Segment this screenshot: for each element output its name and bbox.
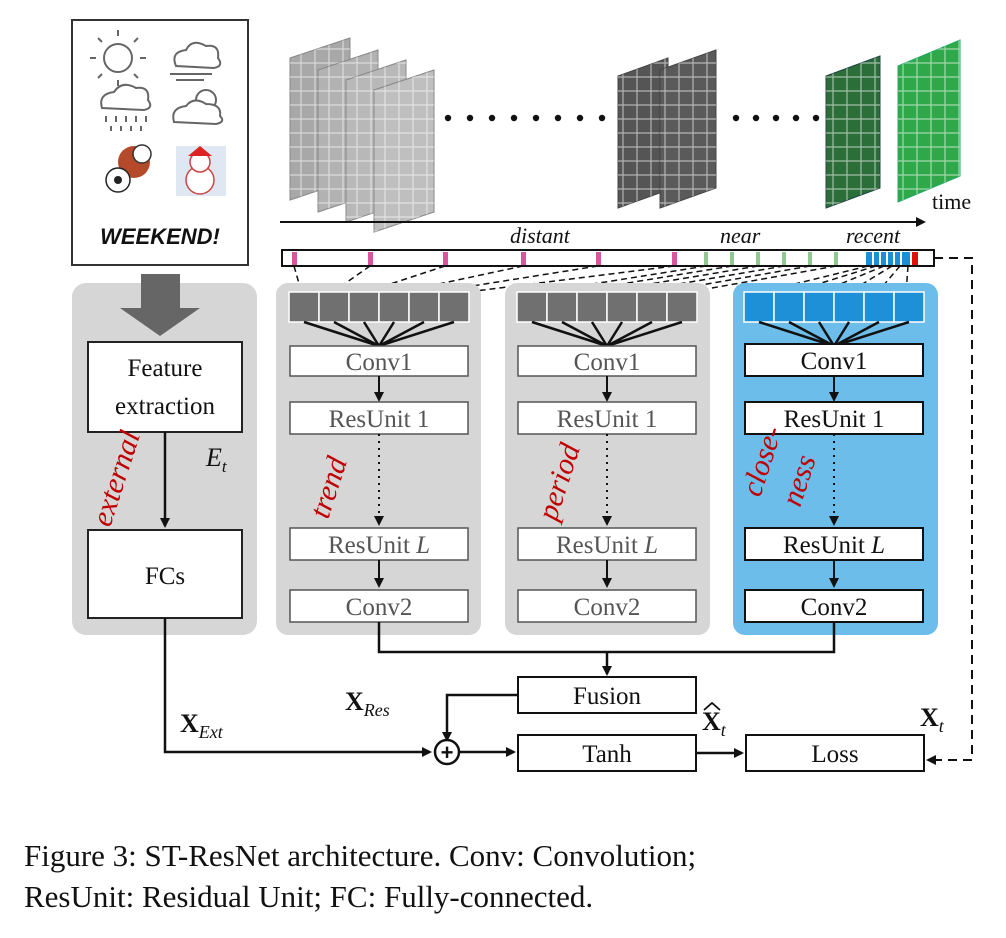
x-res-label: XRes	[345, 687, 390, 720]
closeness-resunit1-box	[744, 401, 924, 435]
trend-resunit1-label: ResUnit 1	[329, 406, 430, 433]
closeness-input-cells	[743, 291, 925, 323]
period-input-cells	[516, 291, 698, 323]
closeness-conv2-label: Conv2	[801, 594, 868, 621]
fcs-label: FCs	[145, 563, 185, 590]
ground-truth-dashed-arrow	[926, 257, 973, 765]
period-resunitL-box	[517, 527, 697, 561]
trend-merge-lines	[303, 320, 455, 348]
loss-box	[745, 734, 925, 772]
st-resnet-diagram: WEEKEND! Feature extraction Et external …	[71, 19, 973, 772]
feature-extraction-line2: extraction	[115, 393, 215, 420]
et-label: Et	[205, 443, 228, 476]
feature-extraction-line1: Feature	[128, 355, 203, 382]
fusion-box	[517, 676, 697, 714]
fusion-label: Fusion	[573, 683, 642, 710]
recent-frames	[825, 39, 961, 209]
trend-conv1-box	[289, 345, 469, 377]
trend-conv1-label: Conv1	[346, 349, 413, 376]
tanh-label: Tanh	[582, 741, 632, 768]
down-arrow-icon	[120, 274, 200, 336]
period-conv1-label: Conv1	[574, 349, 641, 376]
windy-cloud-icon	[170, 41, 222, 81]
period-resunit1-label: ResUnit 1	[557, 406, 658, 433]
period-conv1-box	[517, 345, 697, 377]
period-conv2-label: Conv2	[574, 594, 641, 621]
distant-label: distant	[510, 223, 571, 248]
fcs-box	[87, 529, 243, 619]
ellipsis-dots-1	[444, 114, 606, 122]
period-resunit1-box	[517, 401, 697, 435]
hat-accent	[703, 701, 721, 711]
weekend-text: WEEKEND!	[100, 224, 220, 249]
sun-icon	[90, 30, 146, 86]
near-frames	[617, 49, 717, 209]
trend-conv2-box	[289, 589, 469, 623]
plus-symbol: +	[441, 740, 454, 765]
trend-resunitL-label: ResUnit L	[328, 532, 430, 559]
loss-label: Loss	[811, 741, 858, 768]
sports-icon	[105, 144, 152, 193]
period-merge-lines	[531, 320, 683, 348]
fusion-section: Fusion XRes XExt + Tanh Xt Loss Xt	[163, 257, 973, 772]
partly-cloudy-icon	[172, 89, 224, 126]
trend-resunitL-box	[289, 527, 469, 561]
rain-icon	[100, 83, 152, 131]
trend-conv2-label: Conv2	[346, 594, 413, 621]
holiday-snowman-icon	[176, 146, 226, 196]
fusion-to-plus-arrow	[442, 693, 518, 742]
closeness-merge-lines	[758, 320, 910, 348]
x-ext-label: XExt	[180, 709, 224, 742]
near-label: near	[720, 223, 761, 248]
ellipsis-dots-2	[732, 114, 820, 122]
recent-label: recent	[846, 223, 901, 248]
distant-frames	[289, 37, 435, 233]
trend-resunit1-box	[289, 401, 469, 435]
period-resunitL-label: ResUnit L	[556, 532, 658, 559]
closeness-branch: Conv1 ResUnit 1 close- ness ResUnit L Co…	[735, 343, 924, 623]
caption-line-1: Figure 3: ST-ResNet architecture. Conv: …	[24, 838, 697, 873]
closeness-conv1-box	[744, 343, 924, 377]
trend-input-cells	[288, 291, 470, 323]
x-hat-label: Xt	[702, 707, 727, 740]
closeness-resunit1-label: ResUnit 1	[784, 406, 885, 433]
figure-caption: Figure 3: ST-ResNet architecture. Conv: …	[24, 835, 994, 917]
time-label: time	[932, 189, 971, 214]
x-t-label: Xt	[920, 703, 945, 736]
closeness-conv1-label: Conv1	[801, 348, 868, 375]
closeness-resunitL-label: ResUnit L	[783, 532, 885, 559]
timeline-ticks	[292, 252, 918, 265]
caption-line-2: ResUnit: Residual Unit; FC: Fully-connec…	[24, 879, 594, 914]
fcs-to-plus-arrow	[163, 618, 432, 757]
period-conv2-box	[517, 589, 697, 623]
external-factors-panel: WEEKEND!	[71, 19, 249, 266]
traffic-frames	[289, 37, 961, 233]
